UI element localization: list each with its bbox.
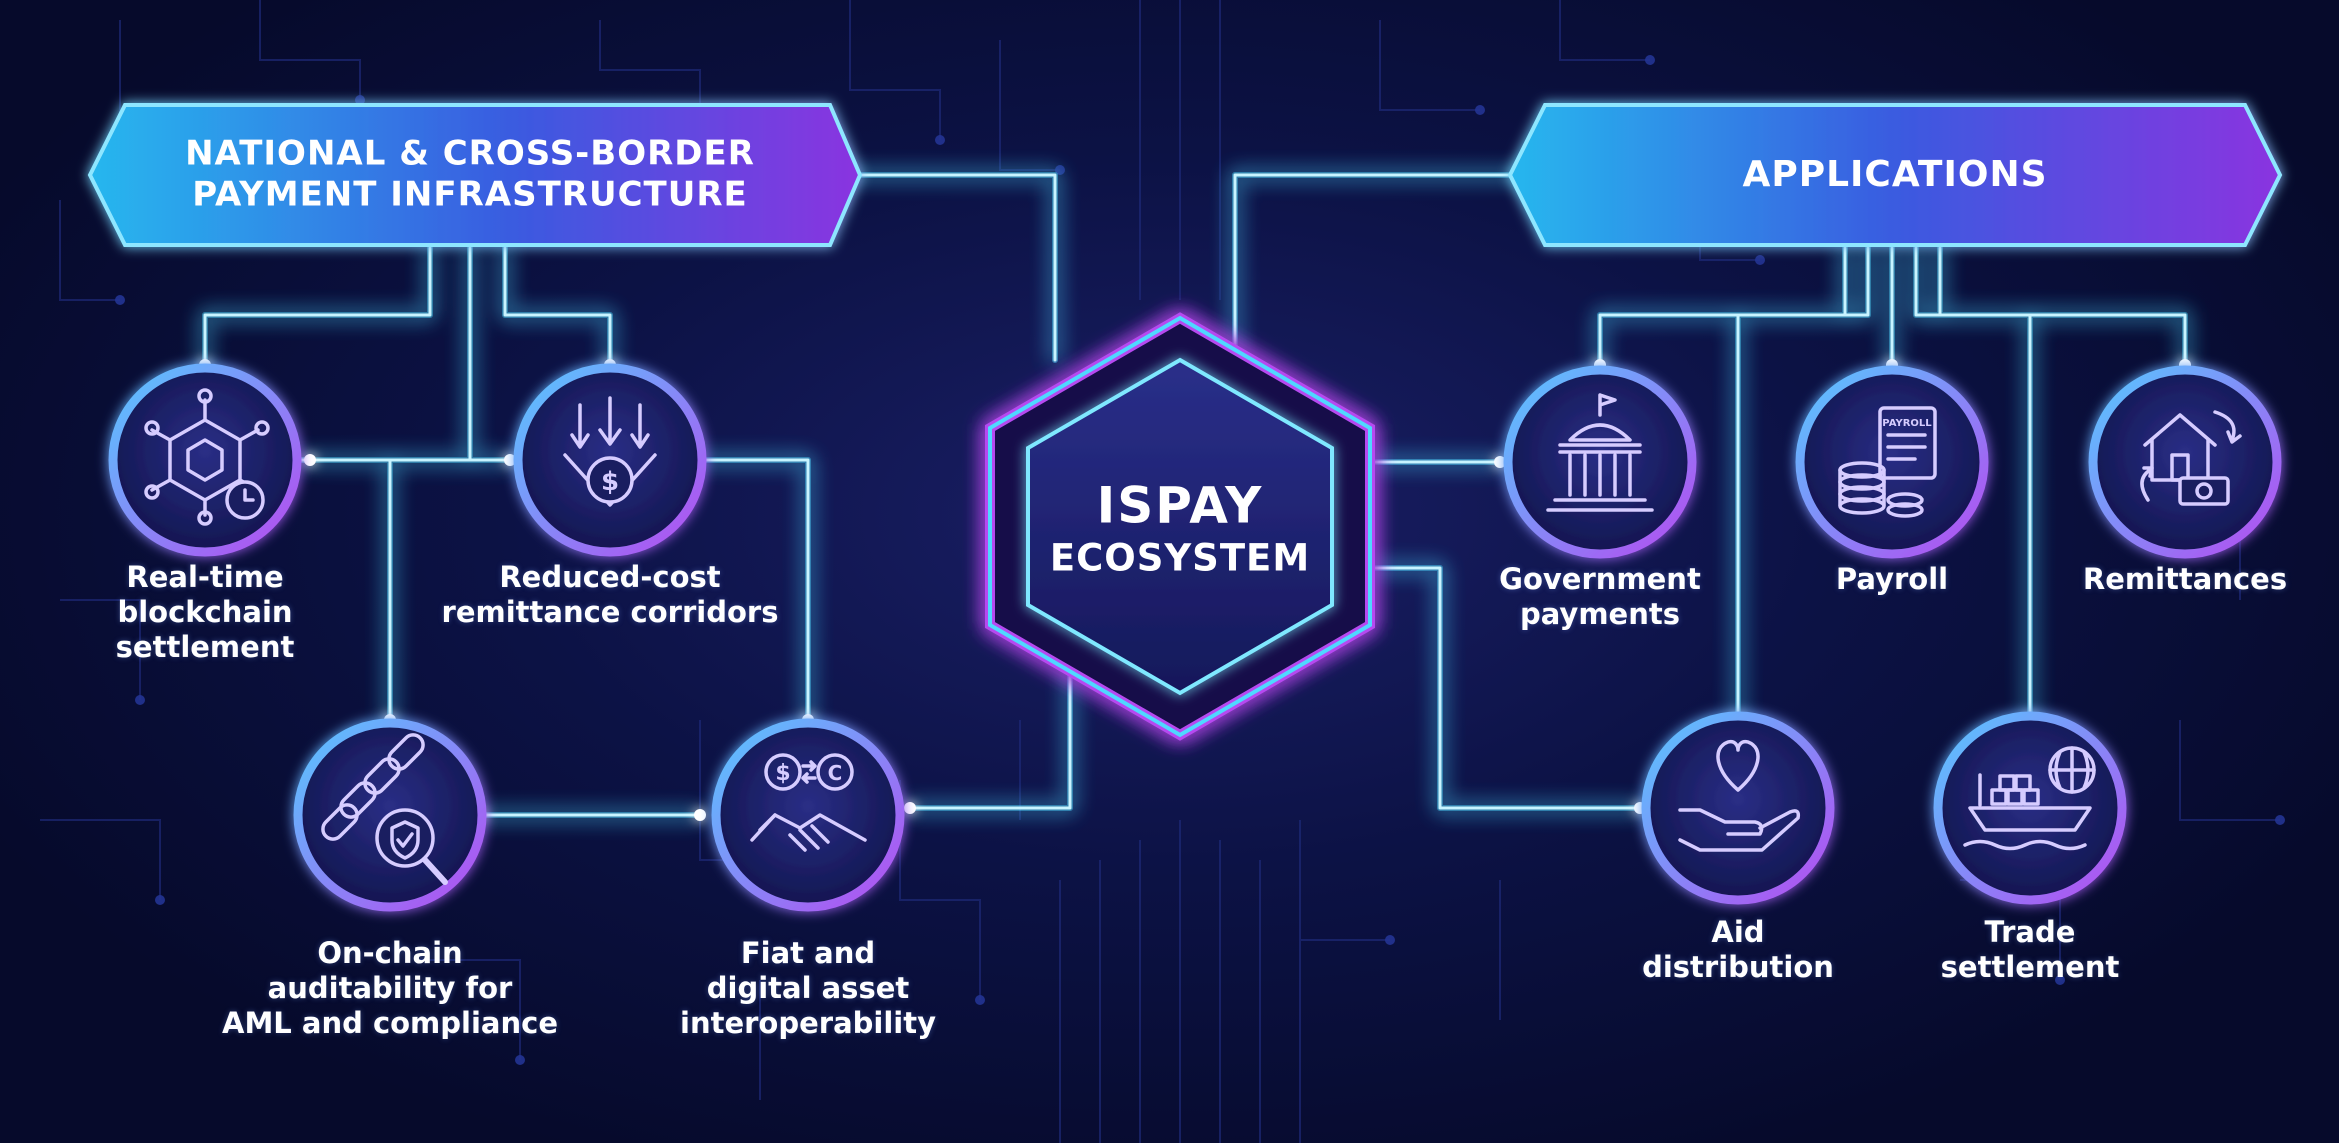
node-ring-payroll [1795, 365, 1989, 559]
heart-in-hand-icon [1678, 739, 1801, 852]
label-government-payments: Government payments [1499, 562, 1701, 632]
coin-dollar-symbol: $ [601, 467, 619, 497]
label-aid-distribution: Aid distribution [1642, 915, 1834, 985]
node-label-line: Trade [1984, 915, 2076, 949]
node-label-line: payments [1519, 596, 1680, 631]
label-onchain-auditability: On-chain auditability for AML and compli… [222, 936, 558, 1040]
node-label-line: settlement [1940, 949, 2120, 984]
node-label-line: blockchain [117, 594, 293, 629]
chain-shield-magnifier-icon [321, 733, 448, 885]
node-ring-remittances [2088, 365, 2282, 559]
right-banner-title: APPLICATIONS [1742, 153, 2047, 197]
central-hub-hexagon [985, 312, 1375, 741]
exchange-dollar-symbol: $ [775, 761, 790, 786]
node-label-line: Aid [1711, 915, 1765, 949]
node-label-line: digital asset [706, 970, 910, 1005]
hub-title-line-2: ECOSYSTEM [1049, 536, 1311, 580]
hub-title: ISPAY ECOSYSTEM [1050, 477, 1310, 580]
node-label-line: Payroll [1835, 562, 1949, 596]
down-arrows-coin-icon [563, 396, 657, 507]
node-label-line: settlement [115, 629, 295, 664]
label-realtime-settlement: Real-time blockchain settlement [116, 560, 295, 664]
node-label-line: remittance corridors [441, 594, 779, 629]
label-trade-settlement: Trade settlement [1941, 915, 2120, 985]
hub-title-line-1: ISPAY [1096, 476, 1264, 535]
payroll-doc-title: PAYROLL [1882, 418, 1932, 429]
background-circuit-traces [40, 0, 2280, 1143]
node-ring-interoperability [711, 718, 905, 912]
node-label-line: AML and compliance [222, 1005, 558, 1040]
left-banner-shape [87, 103, 863, 247]
label-fiat-interoperability: Fiat and digital asset interoperability [680, 936, 936, 1040]
node-label-line: distribution [1642, 949, 1834, 984]
node-label-line: Real-time [126, 560, 284, 594]
node-label-line: On-chain [317, 936, 463, 970]
label-remittances: Remittances [2083, 562, 2287, 597]
cargo-ship-globe-icon [1963, 746, 2096, 851]
government-building-icon [1546, 393, 1654, 512]
node-ring-aid [1641, 711, 1835, 905]
node-label-line: Remittances [2082, 562, 2288, 596]
left-banner-line-2: PAYMENT INFRASTRUCTURE [192, 175, 748, 215]
right-banner-label: APPLICATIONS [1742, 154, 2048, 196]
exchange-cent-symbol: C [828, 761, 843, 785]
node-label-line: interoperability [680, 1005, 936, 1040]
blockchain-cube-clock-icon [144, 388, 270, 526]
house-money-transfer-icon [2140, 410, 2242, 506]
label-payroll: Payroll [1836, 562, 1948, 597]
node-label-line: Reduced-cost [499, 560, 721, 594]
left-banner-line-1: NATIONAL & CROSS-BORDER [185, 133, 755, 174]
payroll-document-coins-icon [1838, 406, 1937, 518]
node-label-line: auditability for [267, 970, 513, 1005]
label-reduced-cost-corridors: Reduced-cost remittance corridors [442, 560, 779, 630]
node-label-line: Fiat and [740, 936, 876, 970]
node-label-line: Government [1499, 562, 1701, 596]
background-circuit-dots [115, 55, 2285, 1065]
currency-exchange-handshake-icon [750, 753, 867, 852]
left-banner-title: NATIONAL & CROSS-BORDER PAYMENT INFRASTR… [185, 134, 755, 217]
right-banner-shape [1507, 103, 2283, 247]
